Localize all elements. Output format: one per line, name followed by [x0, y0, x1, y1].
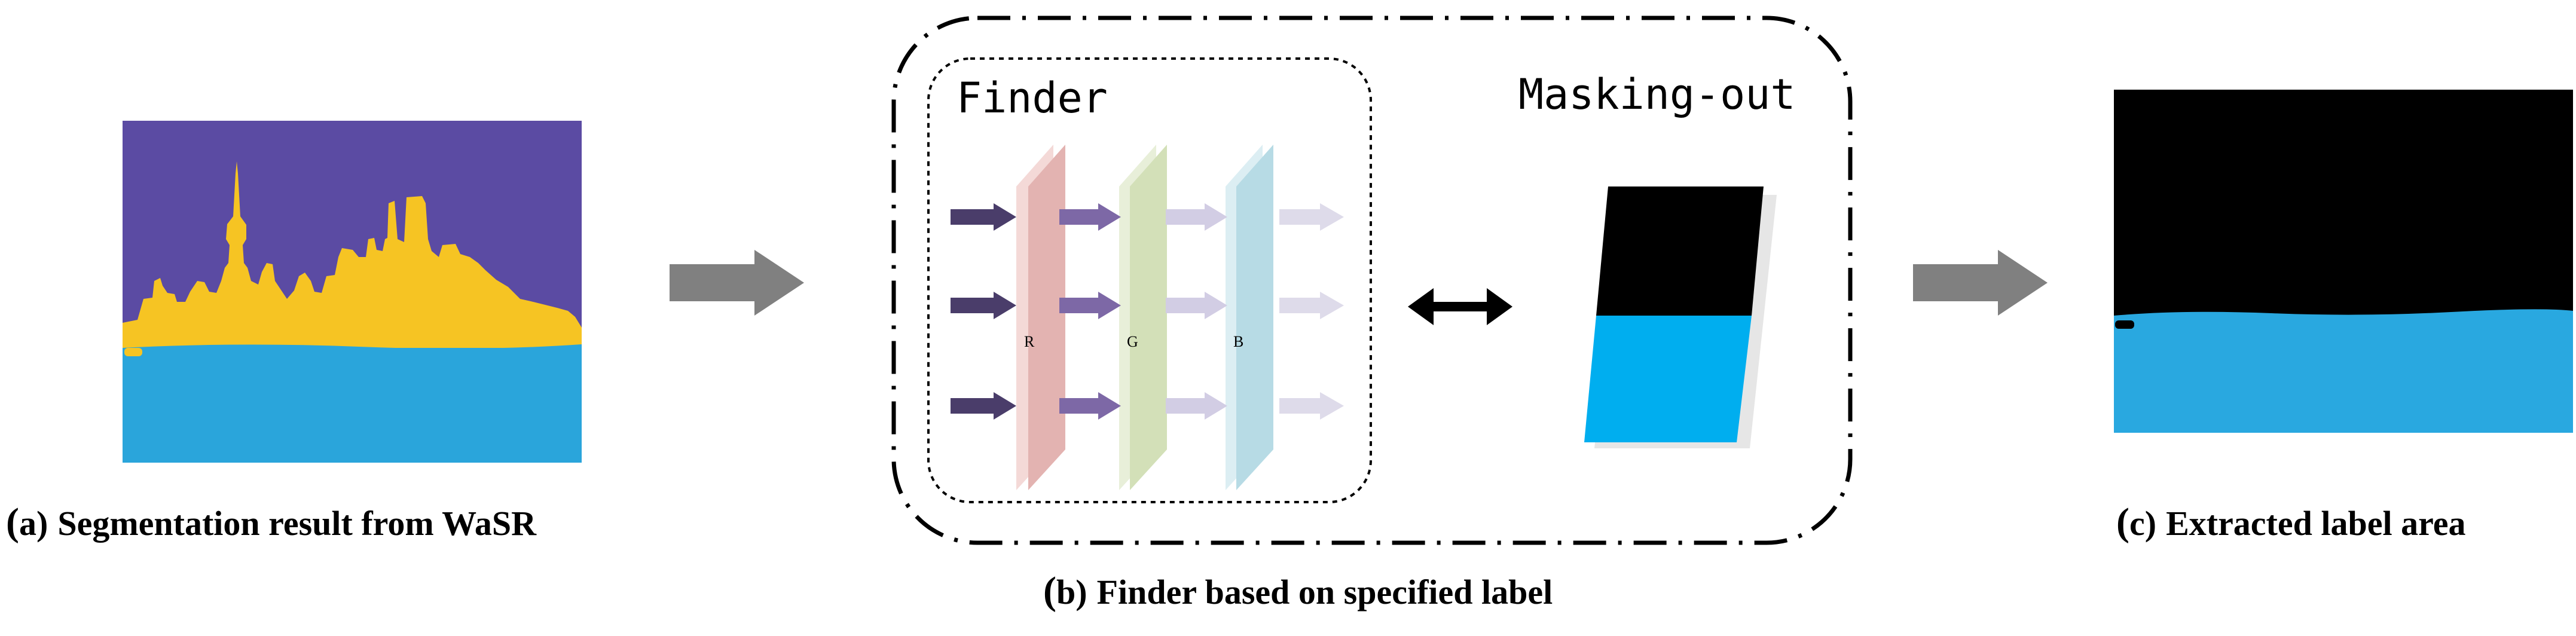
caption-a: (a)Segmentation result from WaSR [6, 500, 537, 544]
caption-c-open-paren: ( [2116, 500, 2129, 544]
arrow-a-to-b [670, 250, 804, 316]
after-g-arrow [1166, 392, 1227, 420]
label-region [2114, 309, 2573, 433]
water-region [123, 348, 582, 463]
after-r-arrow [1059, 203, 1121, 231]
caption-b-letter: b [1056, 573, 1075, 611]
caption-b-close-paren: ) [1075, 573, 1087, 611]
obstacle-fragment [124, 348, 142, 356]
caption-b-text: Finder based on specified label [1097, 573, 1553, 611]
caption-a-text: Segmentation result from WaSR [57, 504, 537, 543]
after-r-arrow [1059, 392, 1121, 420]
mask-shape [1584, 186, 1777, 448]
double-arrow [1408, 288, 1512, 325]
input-arrow [951, 292, 1016, 319]
caption-c-letter: c [2129, 504, 2145, 543]
filter-b-label: B [1233, 333, 1243, 350]
finder-subpanel-border [927, 57, 1372, 503]
filter-g-plane [1119, 145, 1167, 490]
input-arrow [951, 392, 1016, 420]
finder-label: Finder [957, 74, 1108, 123]
after-b-arrow [1279, 203, 1344, 231]
flow-arrows [951, 203, 1344, 420]
after-b-arrow [1279, 292, 1344, 319]
filter-r-plane [1016, 145, 1065, 490]
after-g-arrow [1166, 292, 1227, 319]
arrow-b-to-c [1913, 250, 2048, 316]
caption-c-close-paren: ) [2145, 504, 2156, 543]
after-r-arrow [1059, 292, 1121, 319]
obstacle-region [123, 161, 582, 353]
filter-g-label: G [1127, 333, 1138, 350]
finder-panel-border [891, 16, 1853, 545]
filter-r-label: R [1024, 333, 1035, 350]
caption-b: (b) Finder based on specified label [1043, 569, 1553, 613]
extracted-label-image [2114, 90, 2573, 433]
caption-c-text: Extracted label area [2166, 504, 2465, 543]
caption-a-open-paren: ( [6, 500, 19, 544]
input-arrow [951, 203, 1016, 231]
after-g-arrow [1166, 203, 1227, 231]
after-b-arrow [1279, 392, 1344, 420]
filter-b-plane [1226, 145, 1273, 490]
masking-out-label: Masking-out [1518, 70, 1796, 119]
caption-a-close-paren: ) [36, 504, 48, 543]
caption-c: (c) Extracted label area [2116, 500, 2466, 544]
segmentation-image [123, 121, 582, 463]
caption-a-letter: a [19, 504, 36, 543]
caption-b-open-paren: ( [1043, 569, 1056, 613]
